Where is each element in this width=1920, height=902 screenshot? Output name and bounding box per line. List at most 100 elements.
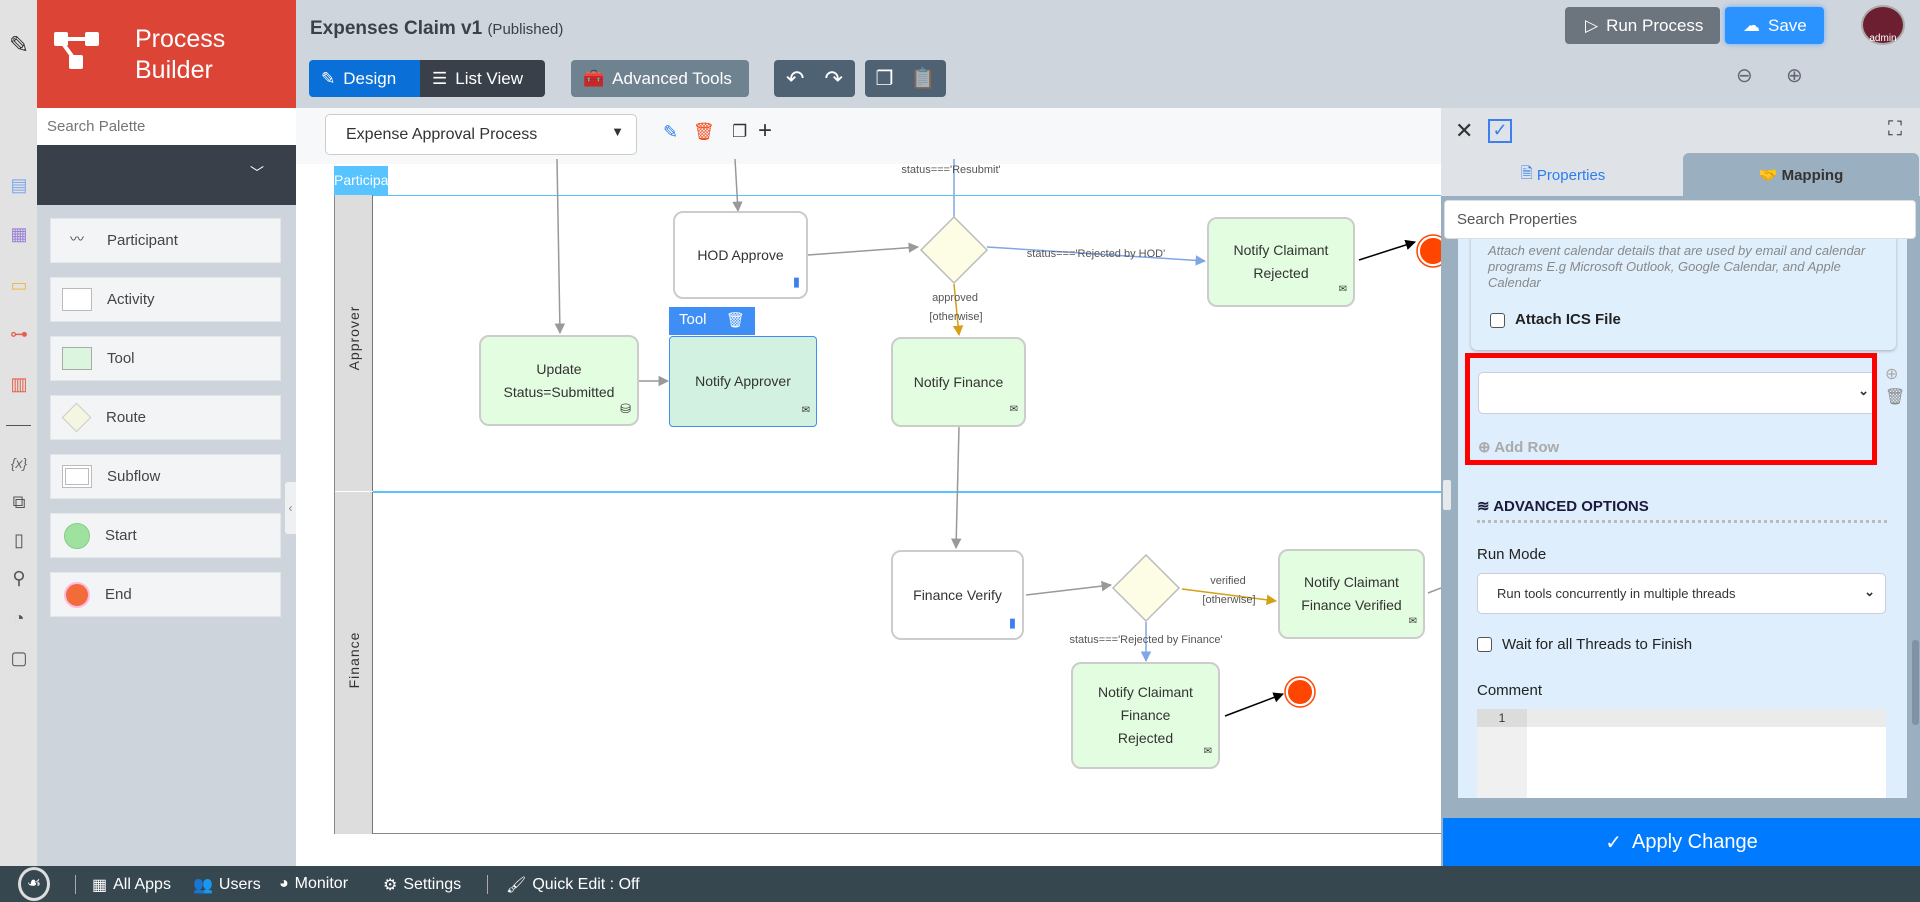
tool-notify-approver[interactable]: Notify Approver✉	[669, 336, 817, 427]
logo-icon[interactable]: ☙	[18, 867, 50, 901]
document-icon[interactable]: ▢	[10, 647, 28, 668]
run-mode-label: Run Mode	[1477, 546, 1547, 563]
palette-item-label: Tool	[107, 350, 135, 367]
delete-process-icon[interactable]: 🗑	[693, 122, 715, 141]
add-process-icon[interactable]: +	[758, 117, 773, 144]
variables-icon[interactable]: {x}	[10, 455, 28, 471]
copy-paste-group: ❐📋	[865, 60, 946, 97]
trash-icon[interactable]: 🗑	[725, 312, 745, 329]
activity-finance-verify[interactable]: Finance Verify▮	[891, 550, 1024, 640]
tab-mapping[interactable]: 🤝 Mapping	[1683, 153, 1919, 197]
search-properties-input[interactable]: Search Properties	[1444, 200, 1916, 239]
layers-icon: ≋	[1477, 498, 1494, 515]
process-select[interactable]: Expense Approval Process▼	[325, 114, 637, 155]
palette-item-activity[interactable]: Activity	[50, 277, 281, 322]
datalist-icon[interactable]: ▦	[10, 223, 28, 244]
apply-change-button[interactable]: ✓Apply Change	[1443, 818, 1920, 866]
mapping-row-select[interactable]: ⌄	[1478, 372, 1876, 414]
zoom-in-icon[interactable]: ⊕	[1786, 65, 1803, 87]
advanced-options-heading: ≋ ADVANCED OPTIONS	[1477, 498, 1649, 515]
users-link[interactable]: 👥Users	[193, 875, 261, 895]
report-icon[interactable]: ▥	[10, 373, 28, 394]
wait-threads-label: Wait for all Threads to Finish	[1502, 636, 1693, 653]
chevron-down-icon: ⌄	[1858, 383, 1869, 398]
palette-item-start[interactable]: Start	[50, 513, 281, 558]
flow-to-end-2	[1224, 692, 1284, 717]
save-button[interactable]: ☁Save	[1725, 7, 1824, 44]
edit-process-icon[interactable]: ✎	[663, 122, 679, 142]
undo-icon[interactable]: ↶	[786, 65, 805, 91]
performance-icon[interactable]: ◔	[13, 607, 25, 628]
copy-process-icon[interactable]: ❐	[732, 122, 748, 141]
process-builder-logo	[54, 32, 99, 69]
edit-icon[interactable]: ✎	[8, 31, 30, 59]
image-file-icon[interactable]: ▯	[14, 529, 24, 550]
palette-item-route[interactable]: Route	[50, 395, 281, 440]
palette-search-input[interactable]	[37, 108, 296, 145]
collapse-palette-handle[interactable]: ‹	[285, 482, 296, 534]
list-view-label: List View	[455, 68, 523, 88]
tool-notify-finance[interactable]: Notify Finance✉	[891, 337, 1026, 427]
panel-scrollbar[interactable]	[1912, 640, 1919, 725]
redo-icon[interactable]: ↷	[824, 65, 843, 91]
avatar[interactable]: admin	[1861, 5, 1905, 45]
process-icon[interactable]: ⊶	[10, 323, 28, 344]
plugin-icon[interactable]: ⚲	[12, 567, 26, 588]
all-apps-link[interactable]: ▦All Apps	[92, 875, 171, 895]
flow-rejected-by-hod	[986, 246, 1207, 266]
close-icon[interactable]: ✕	[1455, 118, 1474, 143]
palette-item-label: Start	[105, 527, 137, 544]
flow-notify-finance-to-verify	[950, 426, 962, 550]
palette-item-subflow[interactable]: Subflow	[50, 454, 281, 499]
line-number: 1	[1477, 709, 1527, 727]
zoom-out-icon[interactable]: ⊖	[1736, 65, 1753, 87]
flow-to-update-status	[554, 158, 566, 335]
tool-badge: Tool🗑	[669, 307, 755, 335]
run-process-button[interactable]: ▷Run Process	[1565, 7, 1720, 44]
subflow-shape-icon	[62, 465, 92, 488]
translate-icon[interactable]: ⧉	[12, 491, 26, 512]
design-tab-button[interactable]: ✎Design	[309, 60, 420, 97]
add-row-icon[interactable]: ⊕	[1885, 366, 1899, 383]
paste-icon[interactable]: 📋	[910, 68, 936, 90]
design-label: Design	[343, 68, 397, 88]
wait-threads-checkbox[interactable]	[1477, 637, 1492, 652]
tool-shape-icon	[62, 347, 92, 370]
palette-item-tool[interactable]: Tool	[50, 336, 281, 381]
monitor-label: Monitor	[294, 875, 349, 892]
add-row-button[interactable]: ⊕ Add Row	[1478, 439, 1560, 456]
tab-properties[interactable]: 🗎 Properties	[1443, 153, 1683, 197]
comment-editor[interactable]: 1	[1477, 709, 1886, 798]
advanced-tools-button[interactable]: 🧰Advanced Tools	[571, 60, 749, 97]
activity-hod-approve[interactable]: HOD Approve▮	[673, 211, 808, 299]
list-view-tab-button[interactable]: ☰List View	[420, 60, 545, 97]
checkbox-icon[interactable]: ✓	[1488, 119, 1512, 143]
userview-icon[interactable]: ▭	[10, 274, 28, 295]
panel-resize-handle[interactable]	[1443, 480, 1451, 510]
palette-item-participant[interactable]: 〰Participant	[50, 218, 281, 263]
pool-label[interactable]: Participant	[334, 166, 400, 195]
divider	[6, 425, 31, 426]
monitor-link[interactable]: ◕Monitor	[279, 875, 348, 893]
lane-finance-header[interactable]: Finance	[335, 492, 373, 834]
run-mode-select[interactable]: Run tools concurrently in multiple threa…	[1477, 573, 1886, 614]
palette-item-end[interactable]: End	[50, 572, 281, 617]
lane-approver-header[interactable]: Approver	[335, 195, 373, 491]
settings-link[interactable]: ⚙Settings	[383, 875, 461, 895]
flow-approved	[952, 283, 964, 337]
palette-category-dropdown[interactable]: ﹀	[37, 145, 296, 205]
fullscreen-icon[interactable]: ⛶	[1888, 118, 1902, 140]
form-icon: ▮	[1008, 615, 1016, 630]
email-icon: ✉	[1009, 404, 1018, 415]
handshake-icon: 🤝	[1758, 167, 1782, 184]
form-icon[interactable]: ▤	[10, 174, 28, 195]
attach-ics-checkbox[interactable]	[1490, 313, 1505, 328]
copy-icon[interactable]: ❐	[875, 68, 894, 90]
edge-label: [otherwise]	[1202, 594, 1256, 606]
quick-edit-toggle[interactable]: 🖌Quick Edit : Off	[506, 875, 640, 895]
trash-icon[interactable]: 🗑	[1885, 389, 1906, 406]
